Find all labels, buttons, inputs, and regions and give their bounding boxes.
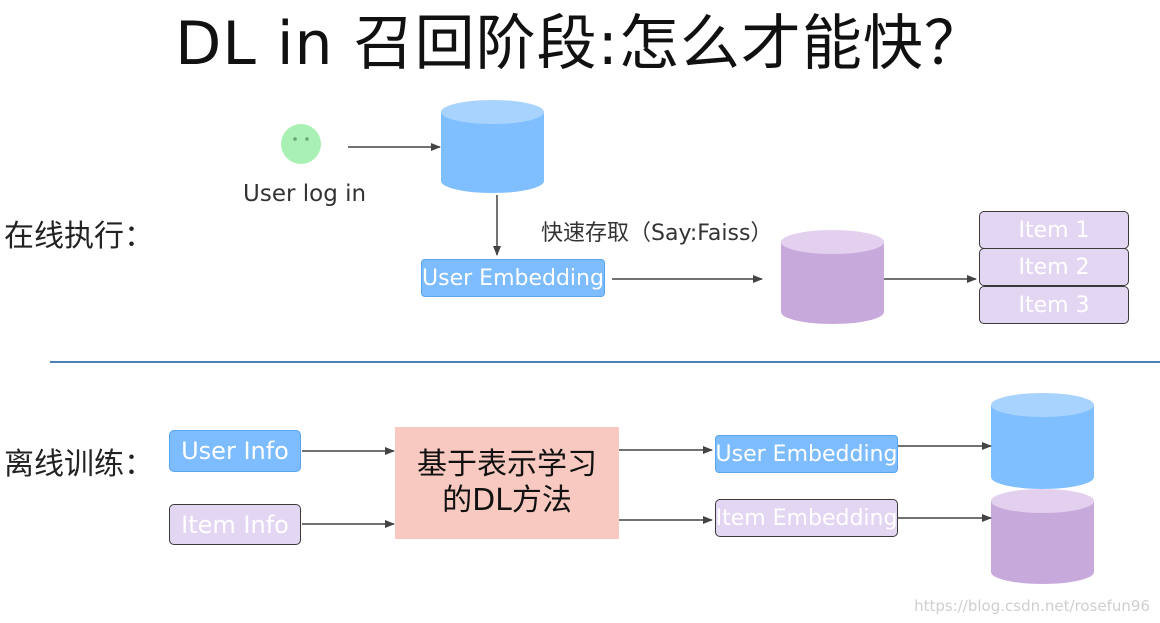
offline-user-embedding-box: User Embedding	[715, 435, 898, 473]
item-3-box: Item 3	[979, 286, 1129, 324]
online-section-label: 在线执行：	[4, 219, 154, 254]
online-user-embedding-box: User Embedding	[421, 259, 605, 297]
faiss-index-cylinder	[781, 230, 884, 324]
page-title: DL in 召回阶段:怎么才能快？	[175, 9, 985, 79]
dl-method-box: 基于表示学习 的DL方法	[395, 427, 619, 539]
item-embedding-store-cylinder	[991, 489, 1094, 584]
item-1-box: Item 1	[979, 211, 1129, 249]
watermark: https://blog.csdn.net/rosefun96	[914, 597, 1150, 615]
item-info-box: Item Info	[169, 504, 301, 545]
offline-section-label: 离线训练：	[4, 447, 154, 482]
item-2-box: Item 2	[979, 248, 1129, 286]
fast-access-caption: 快速存取（Say:Faiss）	[541, 221, 773, 246]
user-database-cylinder	[441, 100, 544, 193]
user-avatar-icon	[281, 124, 321, 164]
user-embedding-store-cylinder	[991, 393, 1094, 489]
dl-method-line-1: 基于表示学习	[417, 447, 597, 482]
user-login-caption: User log in	[243, 181, 367, 207]
dl-method-line-2: 的DL方法	[442, 483, 572, 518]
offline-item-embedding-box: Item Embedding	[715, 499, 898, 537]
user-info-box: User Info	[169, 430, 301, 472]
